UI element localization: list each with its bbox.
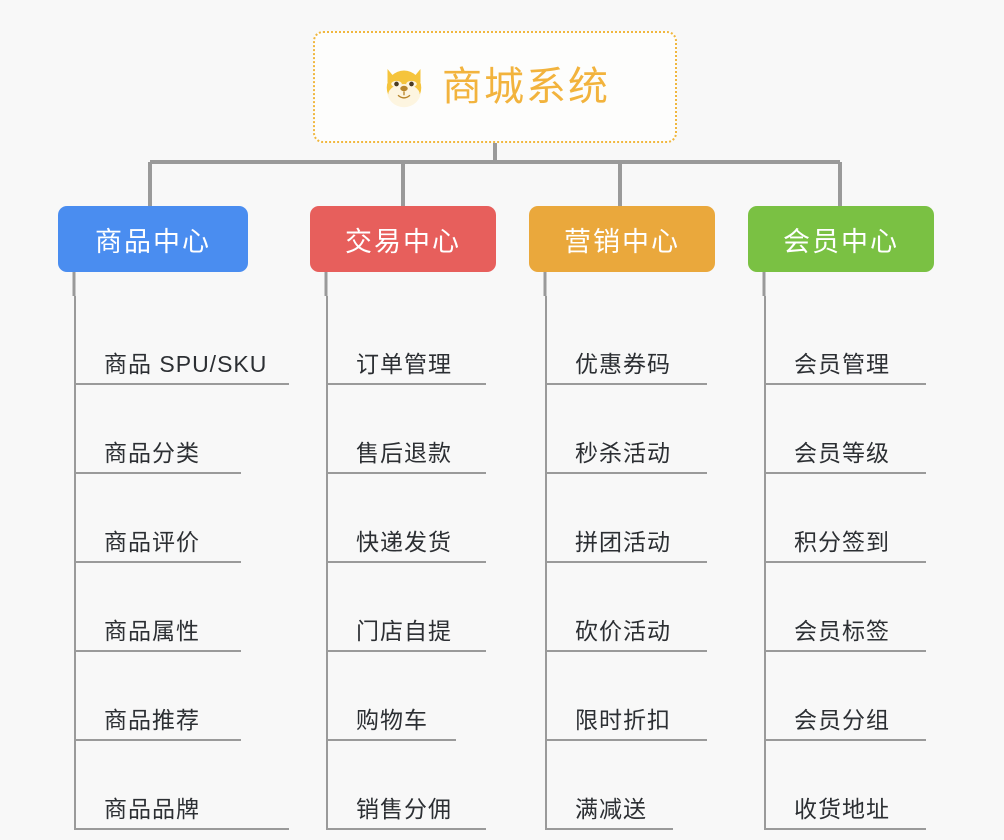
leaf-item[interactable]: 商品属性: [74, 563, 267, 652]
leaf-underline: [764, 739, 926, 741]
leaf-item-label: 会员管理: [794, 351, 890, 377]
leaf-item[interactable]: 会员等级: [764, 385, 926, 474]
leaf-item[interactable]: 销售分佣: [326, 741, 486, 830]
leaf-item[interactable]: 商品品牌: [74, 741, 289, 830]
leaf-item-label: 砍价活动: [575, 618, 671, 644]
leaf-item-label: 商品属性: [104, 618, 200, 644]
leaf-item[interactable]: 商品评价: [74, 474, 267, 563]
leaf-item-label: 快递发货: [356, 529, 452, 555]
leaf-spine-line: [764, 296, 766, 830]
leaf-item[interactable]: 积分签到: [764, 474, 926, 563]
leaf-item[interactable]: 快递发货: [326, 474, 486, 563]
leaf-underline: [545, 472, 707, 474]
branch-leaf-column-2: 订单管理售后退款快递发货门店自提购物车销售分佣: [326, 296, 486, 830]
leaf-underline: [764, 472, 926, 474]
leaf-item[interactable]: 满减送: [545, 741, 673, 830]
branch-header-label: 营销中心: [564, 226, 680, 257]
leaf-item[interactable]: 售后退款: [326, 385, 486, 474]
leaf-item[interactable]: 砍价活动: [545, 563, 707, 652]
leaf-item-label: 商品推荐: [104, 707, 200, 733]
leaf-item[interactable]: 拼团活动: [545, 474, 707, 563]
leaf-item[interactable]: 购物车: [326, 652, 456, 741]
branch-leaf-column-4: 会员管理会员等级积分签到会员标签会员分组收货地址: [764, 296, 926, 830]
leaf-item-label: 购物车: [356, 707, 428, 733]
root-title: 商城系统: [442, 65, 610, 109]
leaf-item-label: 会员分组: [794, 707, 890, 733]
branch-leaf-column-1: 商品 SPU/SKU 商品分类商品评价商品属性商品推荐商品品牌: [74, 296, 289, 830]
leaf-item[interactable]: 门店自提: [326, 563, 486, 652]
leaf-underline: [764, 828, 926, 830]
leaf-underline: [74, 650, 241, 652]
leaf-underline: [326, 561, 486, 563]
leaf-item-label: 销售分佣: [356, 796, 452, 822]
leaf-item-label: 商品评价: [104, 529, 200, 555]
leaf-underline: [326, 739, 456, 741]
leaf-underline: [326, 650, 486, 652]
leaf-underline: [545, 739, 707, 741]
branch-header-label: 会员中心: [783, 226, 899, 257]
branch-leaf-column-3: 优惠券码秒杀活动拼团活动砍价活动限时折扣满减送: [545, 296, 707, 830]
leaf-item-label: 商品 SPU/SKU: [104, 351, 268, 377]
leaf-item-label: 订单管理: [356, 351, 452, 377]
branch-header-1[interactable]: 商品中心: [58, 206, 248, 272]
leaf-underline: [764, 383, 926, 385]
leaf-item-label: 限时折扣: [575, 707, 671, 733]
leaf-item-label: 满减送: [575, 796, 647, 822]
leaf-underline: [764, 650, 926, 652]
leaf-underline: [545, 828, 673, 830]
leaf-item-label: 商品分类: [104, 440, 200, 466]
leaf-spine-line: [545, 296, 547, 830]
leaf-item[interactable]: 订单管理: [326, 296, 486, 385]
leaf-item-label: 拼团活动: [575, 529, 671, 555]
leaf-item-label: 会员标签: [794, 618, 890, 644]
leaf-item-label: 售后退款: [356, 440, 452, 466]
branch-header-3[interactable]: 营销中心: [529, 206, 715, 272]
leaf-item-label: 商品品牌: [104, 796, 200, 822]
leaf-spine-line: [326, 296, 328, 830]
leaf-spine-line: [74, 296, 76, 830]
dog-face-icon: [386, 69, 422, 108]
leaf-underline: [545, 650, 707, 652]
leaf-item-label: 积分签到: [794, 529, 890, 555]
leaf-item-label: 秒杀活动: [575, 440, 671, 466]
leaf-item-label: 门店自提: [356, 618, 452, 644]
leaf-underline: [74, 561, 241, 563]
leaf-underline: [74, 383, 289, 385]
leaf-item[interactable]: 会员分组: [764, 652, 926, 741]
branch-header-label: 交易中心: [345, 226, 461, 257]
leaf-item[interactable]: 会员标签: [764, 563, 926, 652]
leaf-item[interactable]: 商品推荐: [74, 652, 267, 741]
root-node[interactable]: 商城系统: [313, 31, 677, 143]
leaf-underline: [326, 472, 486, 474]
leaf-item[interactable]: 优惠券码: [545, 296, 707, 385]
leaf-item[interactable]: 限时折扣: [545, 652, 707, 741]
leaf-item[interactable]: 秒杀活动: [545, 385, 707, 474]
branch-header-label: 商品中心: [95, 226, 211, 257]
leaf-item-label: 收货地址: [794, 796, 890, 822]
leaf-item-label: 优惠券码: [575, 351, 671, 377]
leaf-underline: [545, 561, 707, 563]
leaf-underline: [545, 383, 707, 385]
leaf-item[interactable]: 收货地址: [764, 741, 926, 830]
branch-header-2[interactable]: 交易中心: [310, 206, 496, 272]
leaf-item-label: 会员等级: [794, 440, 890, 466]
leaf-item[interactable]: 会员管理: [764, 296, 926, 385]
leaf-underline: [74, 828, 289, 830]
leaf-item[interactable]: 商品 SPU/SKU: [74, 296, 289, 385]
branch-header-4[interactable]: 会员中心: [748, 206, 934, 272]
leaf-underline: [74, 472, 241, 474]
leaf-underline: [326, 383, 486, 385]
leaf-underline: [764, 561, 926, 563]
leaf-item[interactable]: 商品分类: [74, 385, 267, 474]
leaf-underline: [326, 828, 486, 830]
leaf-underline: [74, 739, 241, 741]
